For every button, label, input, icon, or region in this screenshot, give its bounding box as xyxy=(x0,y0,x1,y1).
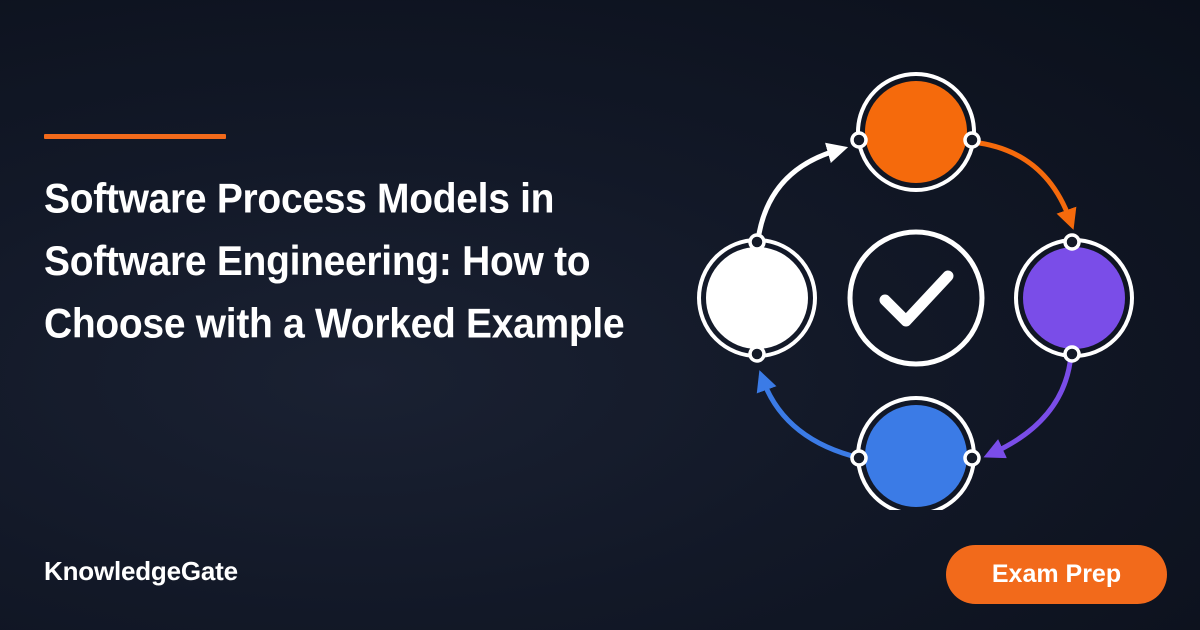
process-cycle-diagram xyxy=(697,72,1134,510)
process-node-bottom xyxy=(856,396,976,510)
process-node-top xyxy=(856,72,976,192)
process-node-left xyxy=(697,238,817,358)
check-icon xyxy=(847,229,985,367)
accent-bar xyxy=(44,134,226,139)
title-line-3: Choose with a Worked Example xyxy=(44,300,625,348)
title-line-1: Software Process Models in xyxy=(44,175,555,222)
exam-prep-tag[interactable]: Exam Prep xyxy=(946,545,1167,604)
process-node-right xyxy=(1014,238,1134,358)
connector-dots xyxy=(748,131,1081,467)
page-title: Software Process Models in Software Engi… xyxy=(44,168,684,356)
arrow-right-to-bottom xyxy=(983,352,1074,459)
brand-name: KnowledgeGate xyxy=(44,556,238,586)
arrow-left-to-top xyxy=(755,142,849,243)
arrow-bottom-to-left xyxy=(756,370,863,461)
arrow-top-to-right xyxy=(969,139,1077,230)
title-line-2: Software Engineering: How to xyxy=(44,238,591,285)
